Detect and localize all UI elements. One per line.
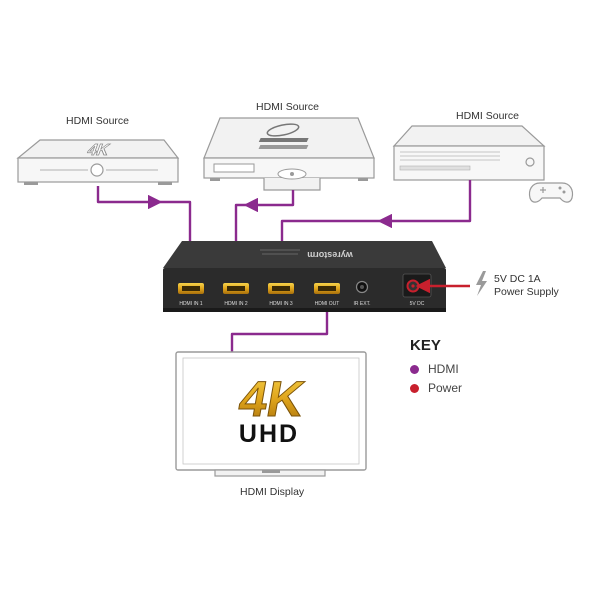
key-item-hdmi: HDMI (410, 362, 459, 376)
port-label-hdmi-in-1: HDMI IN 1 (179, 301, 203, 307)
display-uhd-badge: UHD (239, 420, 299, 448)
power-supply-line1: 5V DC 1A (494, 273, 541, 285)
hdmi-in-3-port (268, 283, 294, 294)
display-4k-badge: 4K (235, 370, 309, 427)
port-label-hdmi-out: HDMI OUT (315, 301, 340, 307)
source-set-top-box: 4K (16, 139, 180, 185)
gamepad-icon (528, 182, 574, 203)
power-supply-line2: Power Supply (494, 286, 559, 298)
hdmi-display: 4K UHD (175, 351, 367, 477)
key-title: KEY (410, 337, 441, 354)
key-item-hdmi-label: HDMI (428, 362, 459, 376)
port-label-hdmi-in-3: HDMI IN 3 (269, 301, 293, 307)
port-label-5v-dc: 5V DC (410, 301, 425, 307)
hdmi-out-port (314, 283, 340, 294)
display-label: HDMI Display (240, 486, 305, 498)
lightning-icon (476, 271, 487, 296)
power-dot-icon (410, 383, 419, 393)
key-item-power-label: Power (428, 381, 463, 395)
source-4k-badge: 4K (85, 140, 112, 158)
left-source-label: HDMI Source (66, 115, 130, 127)
source-game-console (392, 125, 546, 181)
middle-source-label: HDMI Source (256, 101, 320, 113)
hdmi-switch: wyrestorm HDMI IN 1 HDMI IN 2 (163, 241, 446, 312)
power-supply-label: 5V DC 1A Power Supply (494, 273, 559, 299)
svg-text:wyrestorm: wyrestorm (307, 250, 354, 260)
port-label-ir-ext: IR EXT. (354, 301, 371, 307)
key-item-power: Power (410, 381, 462, 395)
source-bluray-player (203, 117, 375, 191)
right-source-label: HDMI Source (456, 110, 520, 122)
port-label-hdmi-in-2: HDMI IN 2 (224, 301, 248, 307)
hdmi-in-1-port (178, 283, 204, 294)
hdmi-in-2-port (223, 283, 249, 294)
hdmi-dot-icon (410, 364, 419, 374)
hdmi-cables (96, 180, 472, 352)
ir-ext-port (355, 280, 369, 294)
